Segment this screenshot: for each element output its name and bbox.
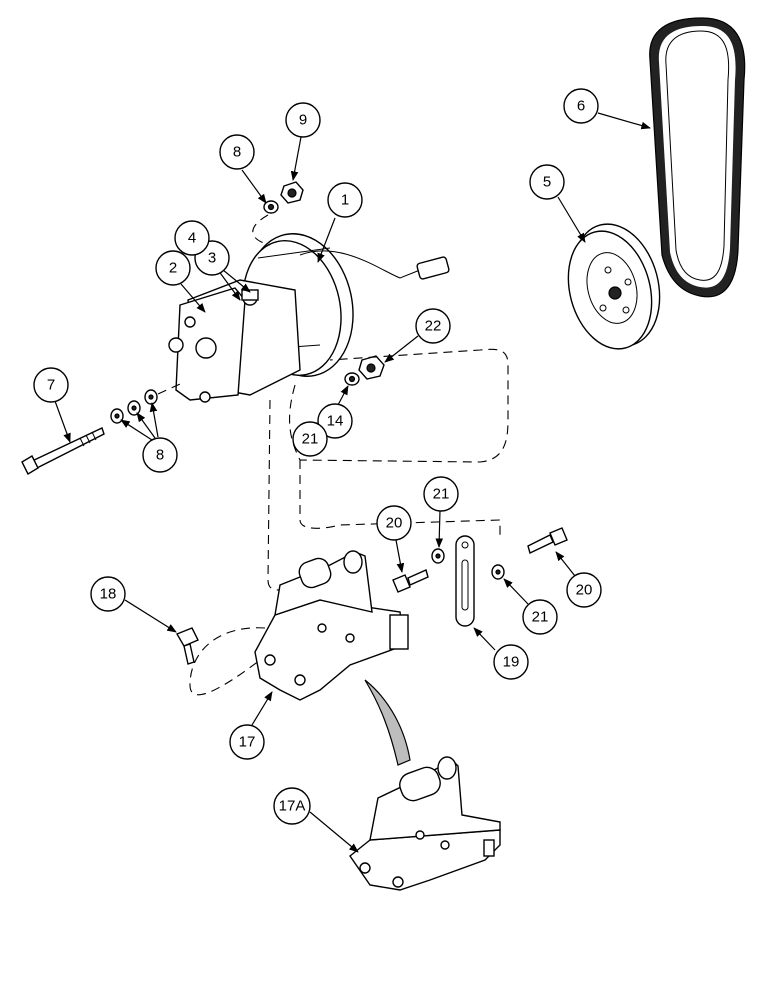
svg-text:3: 3 [208,250,216,267]
washer-21-a [431,548,445,564]
svg-text:20: 20 [386,515,403,532]
svg-text:17A: 17A [279,798,306,815]
callout-20-right: 20 [566,572,602,608]
callout-9: 9 [285,102,321,138]
bolt-7 [21,427,105,475]
svg-text:9: 9 [299,112,307,129]
pulley [567,223,661,350]
svg-text:2: 2 [169,260,177,277]
bracket-17 [254,550,409,701]
svg-text:17: 17 [239,734,256,751]
adjusting-strap-19 [455,535,475,627]
callout-5: 5 [529,164,565,200]
dashed-bolt18-path [189,627,266,696]
svg-text:1: 1 [341,192,349,209]
svg-text:19: 19 [503,654,520,671]
svg-text:22: 22 [425,318,442,335]
nut-9 [280,181,304,204]
svg-text:7: 7 [47,377,55,394]
svg-text:8: 8 [156,447,164,464]
drive-belt [649,17,746,298]
dashed-path-top [252,214,271,246]
svg-text:4: 4 [188,230,196,247]
callout-8-bottom: 8 [142,437,178,473]
leader-lines [54,112,651,853]
bracket-17a [349,756,501,891]
bolt-20-left [392,569,429,593]
svg-text:21: 21 [433,486,450,503]
callout-8-top: 8 [219,134,255,170]
nut-22 [358,355,385,380]
dashed-bolt-axis [157,383,181,395]
callout-4: 4 [174,220,210,256]
bolt-18 [175,627,199,665]
svg-text:18: 18 [100,586,117,603]
svg-text:6: 6 [577,98,585,115]
callout-2: 2 [155,250,191,286]
washer-21-b [491,564,505,580]
callout-1: 1 [327,182,363,218]
callout-20-left: 20 [376,505,412,541]
bolt-20-right [527,527,568,554]
callout-7: 7 [33,367,69,403]
svg-text:5: 5 [543,174,551,191]
callout-21-right: 21 [522,599,558,635]
washer-14 [344,372,360,386]
compressor [168,233,450,403]
callout-22: 22 [415,308,451,344]
svg-text:20: 20 [576,582,593,599]
callout-19: 19 [493,644,529,680]
svg-text:21: 21 [532,609,549,626]
callout-14: 14 [317,403,353,439]
callout-18: 18 [90,576,126,612]
transition-arrow [364,679,411,766]
dashed-assembly-path [267,348,509,591]
washers-8-left [110,389,158,424]
callout-21-mid: 21 [423,476,459,512]
washer-8-top [263,200,279,214]
svg-text:14: 14 [327,413,344,430]
svg-text:8: 8 [233,144,241,161]
callout-17: 17 [229,724,265,760]
callout-6: 6 [563,88,599,124]
callout-21-upper-left: 21 [292,421,328,457]
callout-17a: 17A [273,787,311,825]
svg-text:21: 21 [302,431,319,448]
